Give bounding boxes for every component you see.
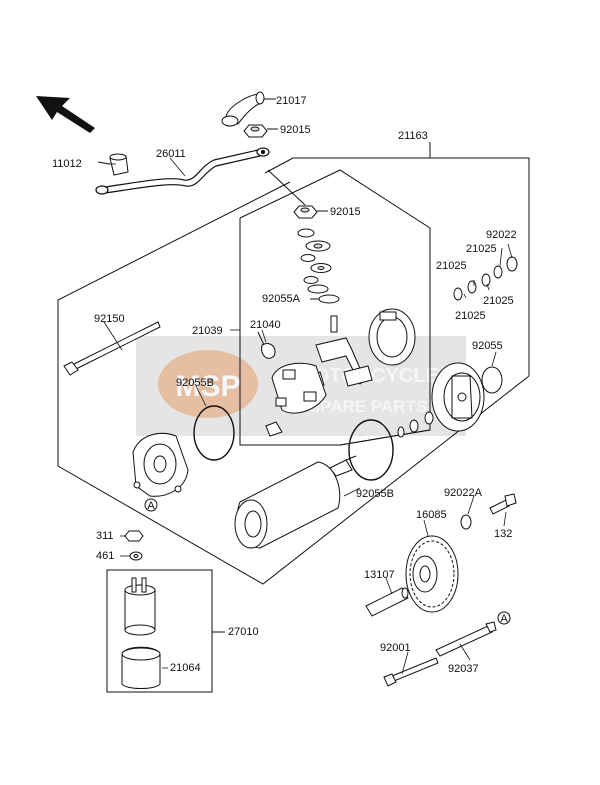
label-92150: 92150 — [94, 313, 125, 325]
callout-a-right: A — [497, 611, 511, 625]
terminal-cap — [97, 153, 129, 176]
label-27010: 27010 — [228, 626, 259, 638]
watermark-logo: MSP — [158, 350, 258, 418]
label-311: 311 — [96, 530, 114, 542]
bolt-132 — [489, 493, 517, 515]
brush-spring — [257, 331, 283, 437]
o-ring-92055B-left — [193, 405, 235, 461]
watermark-logo-text: MSP — [175, 370, 240, 403]
front-end-cover — [132, 432, 189, 497]
idler-gear — [405, 535, 459, 613]
starter-cable — [95, 147, 270, 195]
label-92055B-mid: 92055B — [356, 488, 394, 500]
terminal-boot — [221, 91, 276, 127]
thrust-washers — [397, 411, 434, 438]
washer-stack — [297, 228, 332, 294]
callout-a-left: A — [144, 498, 158, 512]
label-92037: 92037 — [448, 663, 479, 675]
callout-a-left-text: A — [147, 500, 155, 512]
label-21025-d: 21025 — [455, 310, 486, 322]
label-92022-right: 92022 — [486, 229, 517, 241]
label-92015-top: 92015 — [280, 124, 311, 136]
part-labels: 21017 92015 11012 26011 21163 92015 9202… — [52, 95, 517, 675]
label-21040: 21040 — [250, 319, 281, 331]
label-13107: 13107 — [364, 569, 395, 581]
label-21163: 21163 — [398, 130, 428, 142]
relay-box-outline — [106, 569, 225, 693]
label-21025-b: 21025 — [436, 260, 467, 272]
label-92055: 92055 — [472, 340, 503, 352]
idler-shaft — [365, 587, 409, 617]
watermark-line2: SPARE PARTS — [309, 397, 427, 416]
small-washers — [453, 256, 518, 301]
assembly-outline — [57, 142, 530, 585]
nut-mid — [267, 169, 328, 219]
washer-92022A — [460, 514, 472, 530]
label-16085: 16085 — [416, 509, 447, 521]
rear-end-cover — [431, 362, 485, 432]
label-132: 132 — [494, 528, 512, 540]
o-ring-92055A — [310, 294, 340, 304]
brush-plate — [271, 362, 327, 414]
nut-311 — [124, 530, 144, 542]
nut-top — [243, 124, 278, 138]
label-21025-c: 21025 — [483, 295, 514, 307]
bolt-92001 — [383, 657, 439, 687]
direction-arrow-icon — [36, 96, 95, 133]
o-ring-92055B-mid — [348, 419, 394, 481]
starter-relay — [124, 577, 156, 636]
label-92015-mid: 92015 — [330, 206, 361, 218]
label-21064: 21064 — [170, 662, 201, 674]
callout-a-right-text: A — [500, 613, 508, 625]
label-461: 461 — [96, 550, 114, 562]
through-bolt — [63, 321, 161, 376]
label-21025-a: 21025 — [466, 243, 497, 255]
label-11012: 11012 — [52, 158, 82, 170]
motor-yoke — [234, 455, 357, 549]
label-21017: 21017 — [276, 95, 307, 107]
label-26011: 26011 — [156, 148, 186, 160]
relay-holder — [121, 646, 161, 689]
label-21039: 21039 — [192, 325, 223, 337]
label-92001: 92001 — [380, 642, 411, 654]
label-92055A: 92055A — [262, 293, 301, 305]
bracket-92037 — [435, 621, 497, 657]
washer-461 — [129, 551, 143, 561]
label-92022A: 92022A — [444, 487, 483, 499]
o-ring-92055 — [481, 366, 503, 394]
brush-holder-ring — [368, 308, 416, 366]
label-92055B-left: 92055B — [176, 377, 214, 389]
leader-lines — [103, 157, 513, 675]
